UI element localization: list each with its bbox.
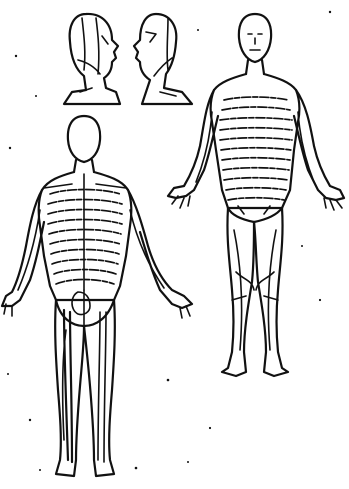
body-back-view (2, 116, 192, 476)
body-front-view (168, 14, 344, 376)
head-profile-facing-left (134, 14, 192, 104)
head-profile-facing-right (64, 14, 120, 104)
